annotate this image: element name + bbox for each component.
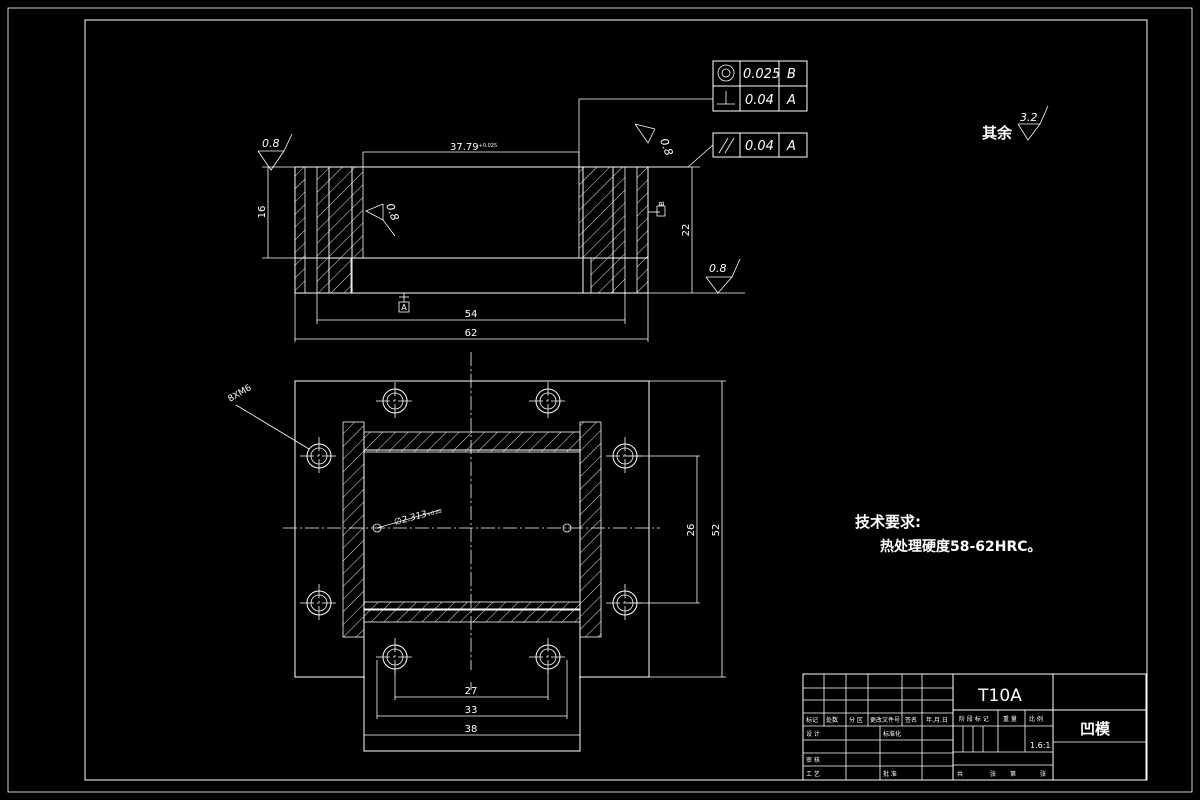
svg-text:阶 段 标 记: 阶 段 标 记 <box>959 715 989 723</box>
section-view: 37.79+0.025 16 22 B A 54 62 <box>257 98 745 342</box>
plan-view: ∅2.313+0.02 8XM6 26 52 27 33 38 <box>227 352 726 752</box>
svg-text:0.04: 0.04 <box>745 93 774 108</box>
width-62-dim: 62 <box>465 328 478 339</box>
svg-text:A: A <box>786 139 796 154</box>
svg-text:0.04: 0.04 <box>745 139 774 154</box>
material: T10A <box>977 686 1022 706</box>
svg-text:A: A <box>786 93 796 108</box>
screw-holes-label: 8XM6 <box>227 383 254 404</box>
svg-text:签名: 签名 <box>905 716 917 724</box>
width-33-dim: 33 <box>465 705 478 716</box>
svg-text:年.月.日: 年.月.日 <box>926 716 948 724</box>
svg-text:比 例: 比 例 <box>1029 715 1043 723</box>
tolerance-frame-perpendicularity: 0.04 A <box>712 85 808 112</box>
tolerance-frame-parallelism: 0.04 A <box>712 132 808 158</box>
svg-text:3.2: 3.2 <box>1020 111 1038 124</box>
screw-hole-2 <box>529 382 567 420</box>
svg-text:批 准: 批 准 <box>883 770 897 778</box>
hatch-plan-left <box>342 421 365 638</box>
inner-border <box>84 19 1148 781</box>
hatch-left-lower <box>328 257 352 294</box>
hatch-right-inner <box>578 166 614 259</box>
part-name: 凹模 <box>1080 720 1111 738</box>
pin-hole-dim: ∅2.313+0.02 <box>393 506 443 528</box>
svg-text:分 区: 分 区 <box>849 716 863 724</box>
svg-text:张: 张 <box>1040 770 1046 778</box>
parallelism-icon <box>718 137 729 154</box>
bore-width-dim: 37.79+0.025 <box>450 142 497 153</box>
hatch-plan-bottom <box>363 601 581 623</box>
hatch-left-mid <box>316 166 330 294</box>
svg-text:工 艺: 工 艺 <box>806 770 820 778</box>
pin-hole-left <box>372 523 382 533</box>
height-22-dim: 22 <box>681 224 692 237</box>
roughness-other: 其余 3.2 <box>982 105 1049 142</box>
hatch-left-inner <box>328 166 364 259</box>
notes-hardness: 热处理硬度58-62HRC。 <box>880 538 1042 555</box>
roughness-bottom-right: 0.8 <box>705 258 741 294</box>
svg-text:审 核: 审 核 <box>806 756 820 764</box>
svg-text:张: 张 <box>990 770 996 778</box>
svg-text:0.8: 0.8 <box>709 262 727 275</box>
hatch-left-outer <box>294 166 306 294</box>
title-block: 标记 处数 分 区 更改文件号 签名 年.月.日 设 计 标准化 审 核 工 艺… <box>802 673 1147 781</box>
roughness-bore: 0.8 <box>365 202 401 237</box>
pin-hole-right <box>562 523 572 533</box>
svg-text:0.8: 0.8 <box>383 202 401 223</box>
tolerance-frame-concentricity: 0.025 B <box>712 60 808 87</box>
svg-text:重 量: 重 量 <box>1003 715 1017 723</box>
roughness-top-left: 0.8 <box>257 133 293 171</box>
screw-leader <box>235 404 310 450</box>
technical-notes: 技术要求: 热处理硬度58-62HRC。 <box>855 513 1042 555</box>
width-27-dim: 27 <box>465 686 478 697</box>
roughness-top-right: 0.8 <box>634 123 675 158</box>
screw-hole-5 <box>300 584 338 622</box>
svg-text:标准化: 标准化 <box>883 730 901 738</box>
svg-text:B: B <box>787 67 796 82</box>
hatch-plan-right <box>579 421 602 638</box>
outer-border <box>7 7 1193 793</box>
width-54-dim: 54 <box>465 309 478 320</box>
hatch-plan-top <box>363 431 581 453</box>
svg-text:设 计: 设 计 <box>806 730 820 738</box>
hatch-right-lower <box>590 257 614 294</box>
svg-text:处数: 处数 <box>826 716 838 724</box>
notes-title: 技术要求: <box>855 513 921 531</box>
svg-text:共: 共 <box>957 770 963 778</box>
svg-text:其余: 其余 <box>982 124 1013 142</box>
height-26-dim: 26 <box>686 524 697 537</box>
svg-text:标记: 标记 <box>806 716 818 724</box>
height-52-dim: 52 <box>711 524 722 537</box>
screw-hole-1 <box>376 382 414 420</box>
svg-text:0.025: 0.025 <box>743 67 780 82</box>
hatch-right-mid <box>612 166 626 294</box>
hatch-right-outer <box>636 166 649 294</box>
svg-text:更改文件号: 更改文件号 <box>870 716 900 724</box>
height-16-dim: 16 <box>257 206 268 219</box>
datum-b: B <box>658 201 666 206</box>
datum-a: A <box>401 303 407 312</box>
screw-hole-3 <box>300 437 338 475</box>
svg-text:第: 第 <box>1010 770 1016 778</box>
width-38-dim: 38 <box>465 724 478 735</box>
svg-text:0.8: 0.8 <box>262 137 280 150</box>
svg-text:0.8: 0.8 <box>657 137 675 158</box>
concentricity-icon <box>717 64 735 82</box>
scale: 1.6:1 <box>1030 741 1051 750</box>
